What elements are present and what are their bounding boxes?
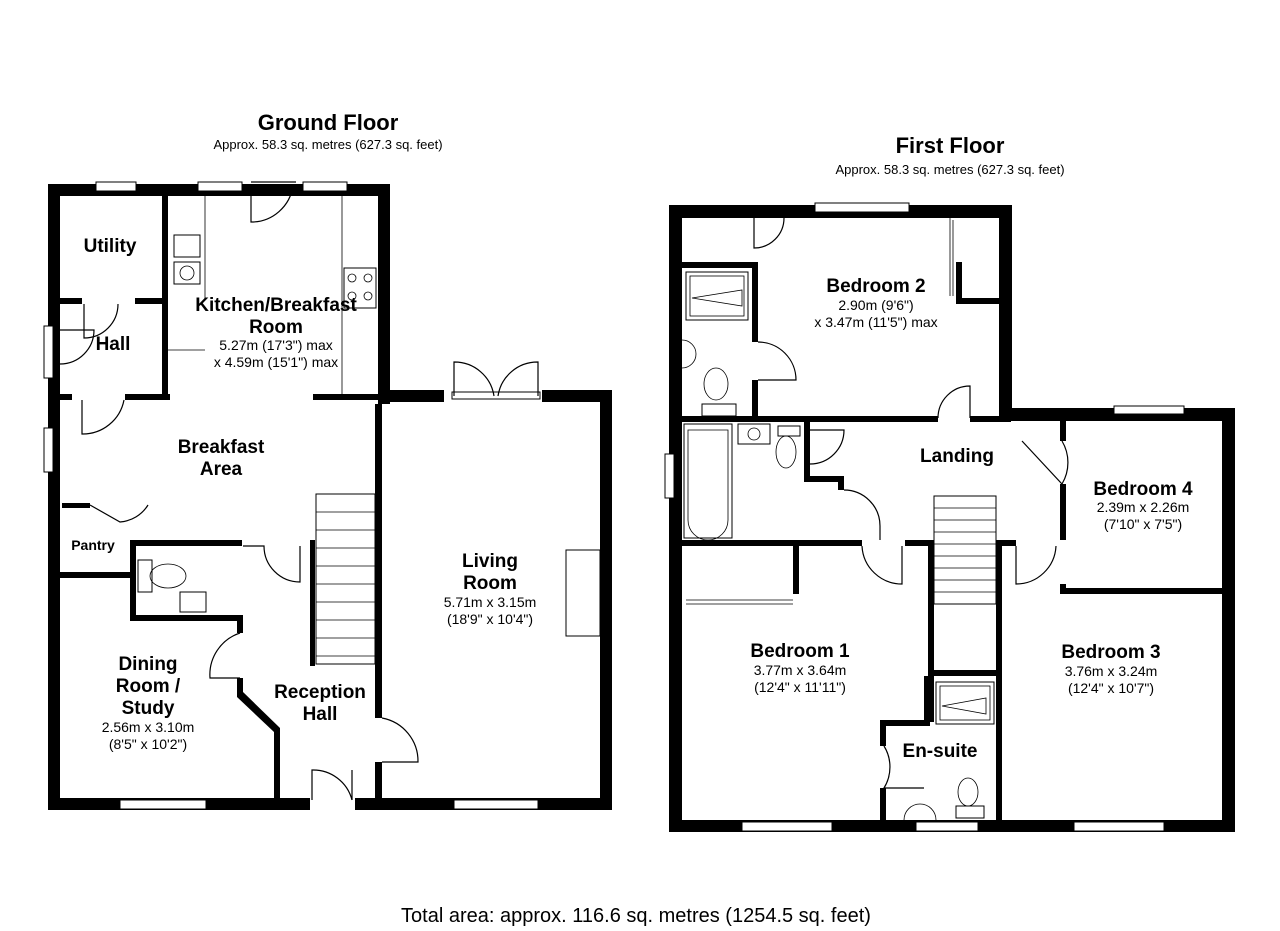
ground-floor-doors [59, 181, 601, 801]
room-label-pantry: Pantry [71, 537, 115, 553]
first-floor-plan: First Floor Approx. 58.3 sq. metres (627… [664, 133, 1235, 832]
room-label-living-2: Room [463, 573, 517, 594]
ground-floor-plan: Ground Floor Approx. 58.3 sq. metres (62… [43, 110, 612, 810]
room-label-hall: Hall [96, 334, 131, 355]
bedroom-4-dimension-1: 2.39m x 2.26m [1097, 499, 1190, 515]
ground-floor-stairs [310, 493, 376, 666]
first-floor-labels: Bedroom 2 2.90m (9'6") x 3.47m (11'5") m… [750, 276, 1193, 762]
room-label-kitchen-2: Room [249, 317, 303, 338]
room-label-breakfast-2: Area [200, 459, 243, 480]
total-area: Total area: approx. 116.6 sq. metres (12… [401, 905, 871, 927]
room-label-bedroom-4: Bedroom 4 [1093, 479, 1193, 500]
bedroom-1-dimension-1: 3.77m x 3.64m [754, 662, 847, 678]
room-label-bedroom-2: Bedroom 2 [826, 276, 925, 297]
living-dimension-2: (18'9" x 10'4") [447, 611, 533, 627]
wc-fittings [137, 559, 207, 613]
first-floor-doors [686, 217, 1069, 789]
dining-dimension-2: (8'5" x 10'2") [109, 736, 187, 752]
first-floor-title: First Floor [896, 133, 1005, 158]
room-label-living: Living [462, 551, 518, 572]
kitchen-fittings [168, 196, 377, 394]
first-floor-fittings [681, 271, 997, 821]
room-label-dining: Dining [118, 654, 177, 675]
living-dimension-1: 5.71m x 3.15m [444, 594, 537, 610]
ground-floor-title: Ground Floor [258, 110, 399, 135]
first-floor-windows [664, 202, 1185, 832]
room-label-kitchen: Kitchen/Breakfast [195, 295, 357, 316]
kitchen-dimension-2: x 4.59m (15'1") max [214, 354, 338, 370]
room-label-dining-2: Room / [116, 676, 181, 697]
room-label-bedroom-3: Bedroom 3 [1061, 642, 1160, 663]
bedroom-4-dimension-2: (7'10" x 7'5") [1104, 516, 1182, 532]
room-label-dining-3: Study [122, 698, 175, 719]
bedroom-3-dimension-2: (12'4" x 10'7") [1068, 680, 1154, 696]
room-label-reception: Reception [274, 682, 366, 703]
ground-floor-labels: Utility Hall Kitchen/Breakfast Room 5.27… [71, 236, 536, 752]
bedroom-2-dimension-2: x 3.47m (11'5") max [814, 314, 937, 330]
first-floor-area: Approx. 58.3 sq. metres (627.3 sq. feet) [835, 162, 1064, 177]
room-label-bedroom-1: Bedroom 1 [750, 641, 850, 662]
room-label-landing: Landing [920, 446, 994, 467]
ground-floor-windows [43, 181, 541, 810]
dining-dimension-1: 2.56m x 3.10m [102, 719, 195, 735]
bedroom-3-dimension-1: 3.76m x 3.24m [1065, 663, 1158, 679]
room-label-en-suite: En-suite [903, 741, 978, 762]
room-label-breakfast: Breakfast [178, 437, 265, 458]
kitchen-dimension-1: 5.27m (17'3") max [219, 337, 332, 353]
bedroom-2-dimension-1: 2.90m (9'6") [838, 297, 913, 313]
room-label-reception-2: Hall [303, 704, 338, 725]
bedroom-1-dimension-2: (12'4" x 11'11") [754, 679, 846, 695]
room-label-utility: Utility [84, 236, 137, 257]
ground-floor-area: Approx. 58.3 sq. metres (627.3 sq. feet) [213, 137, 442, 152]
